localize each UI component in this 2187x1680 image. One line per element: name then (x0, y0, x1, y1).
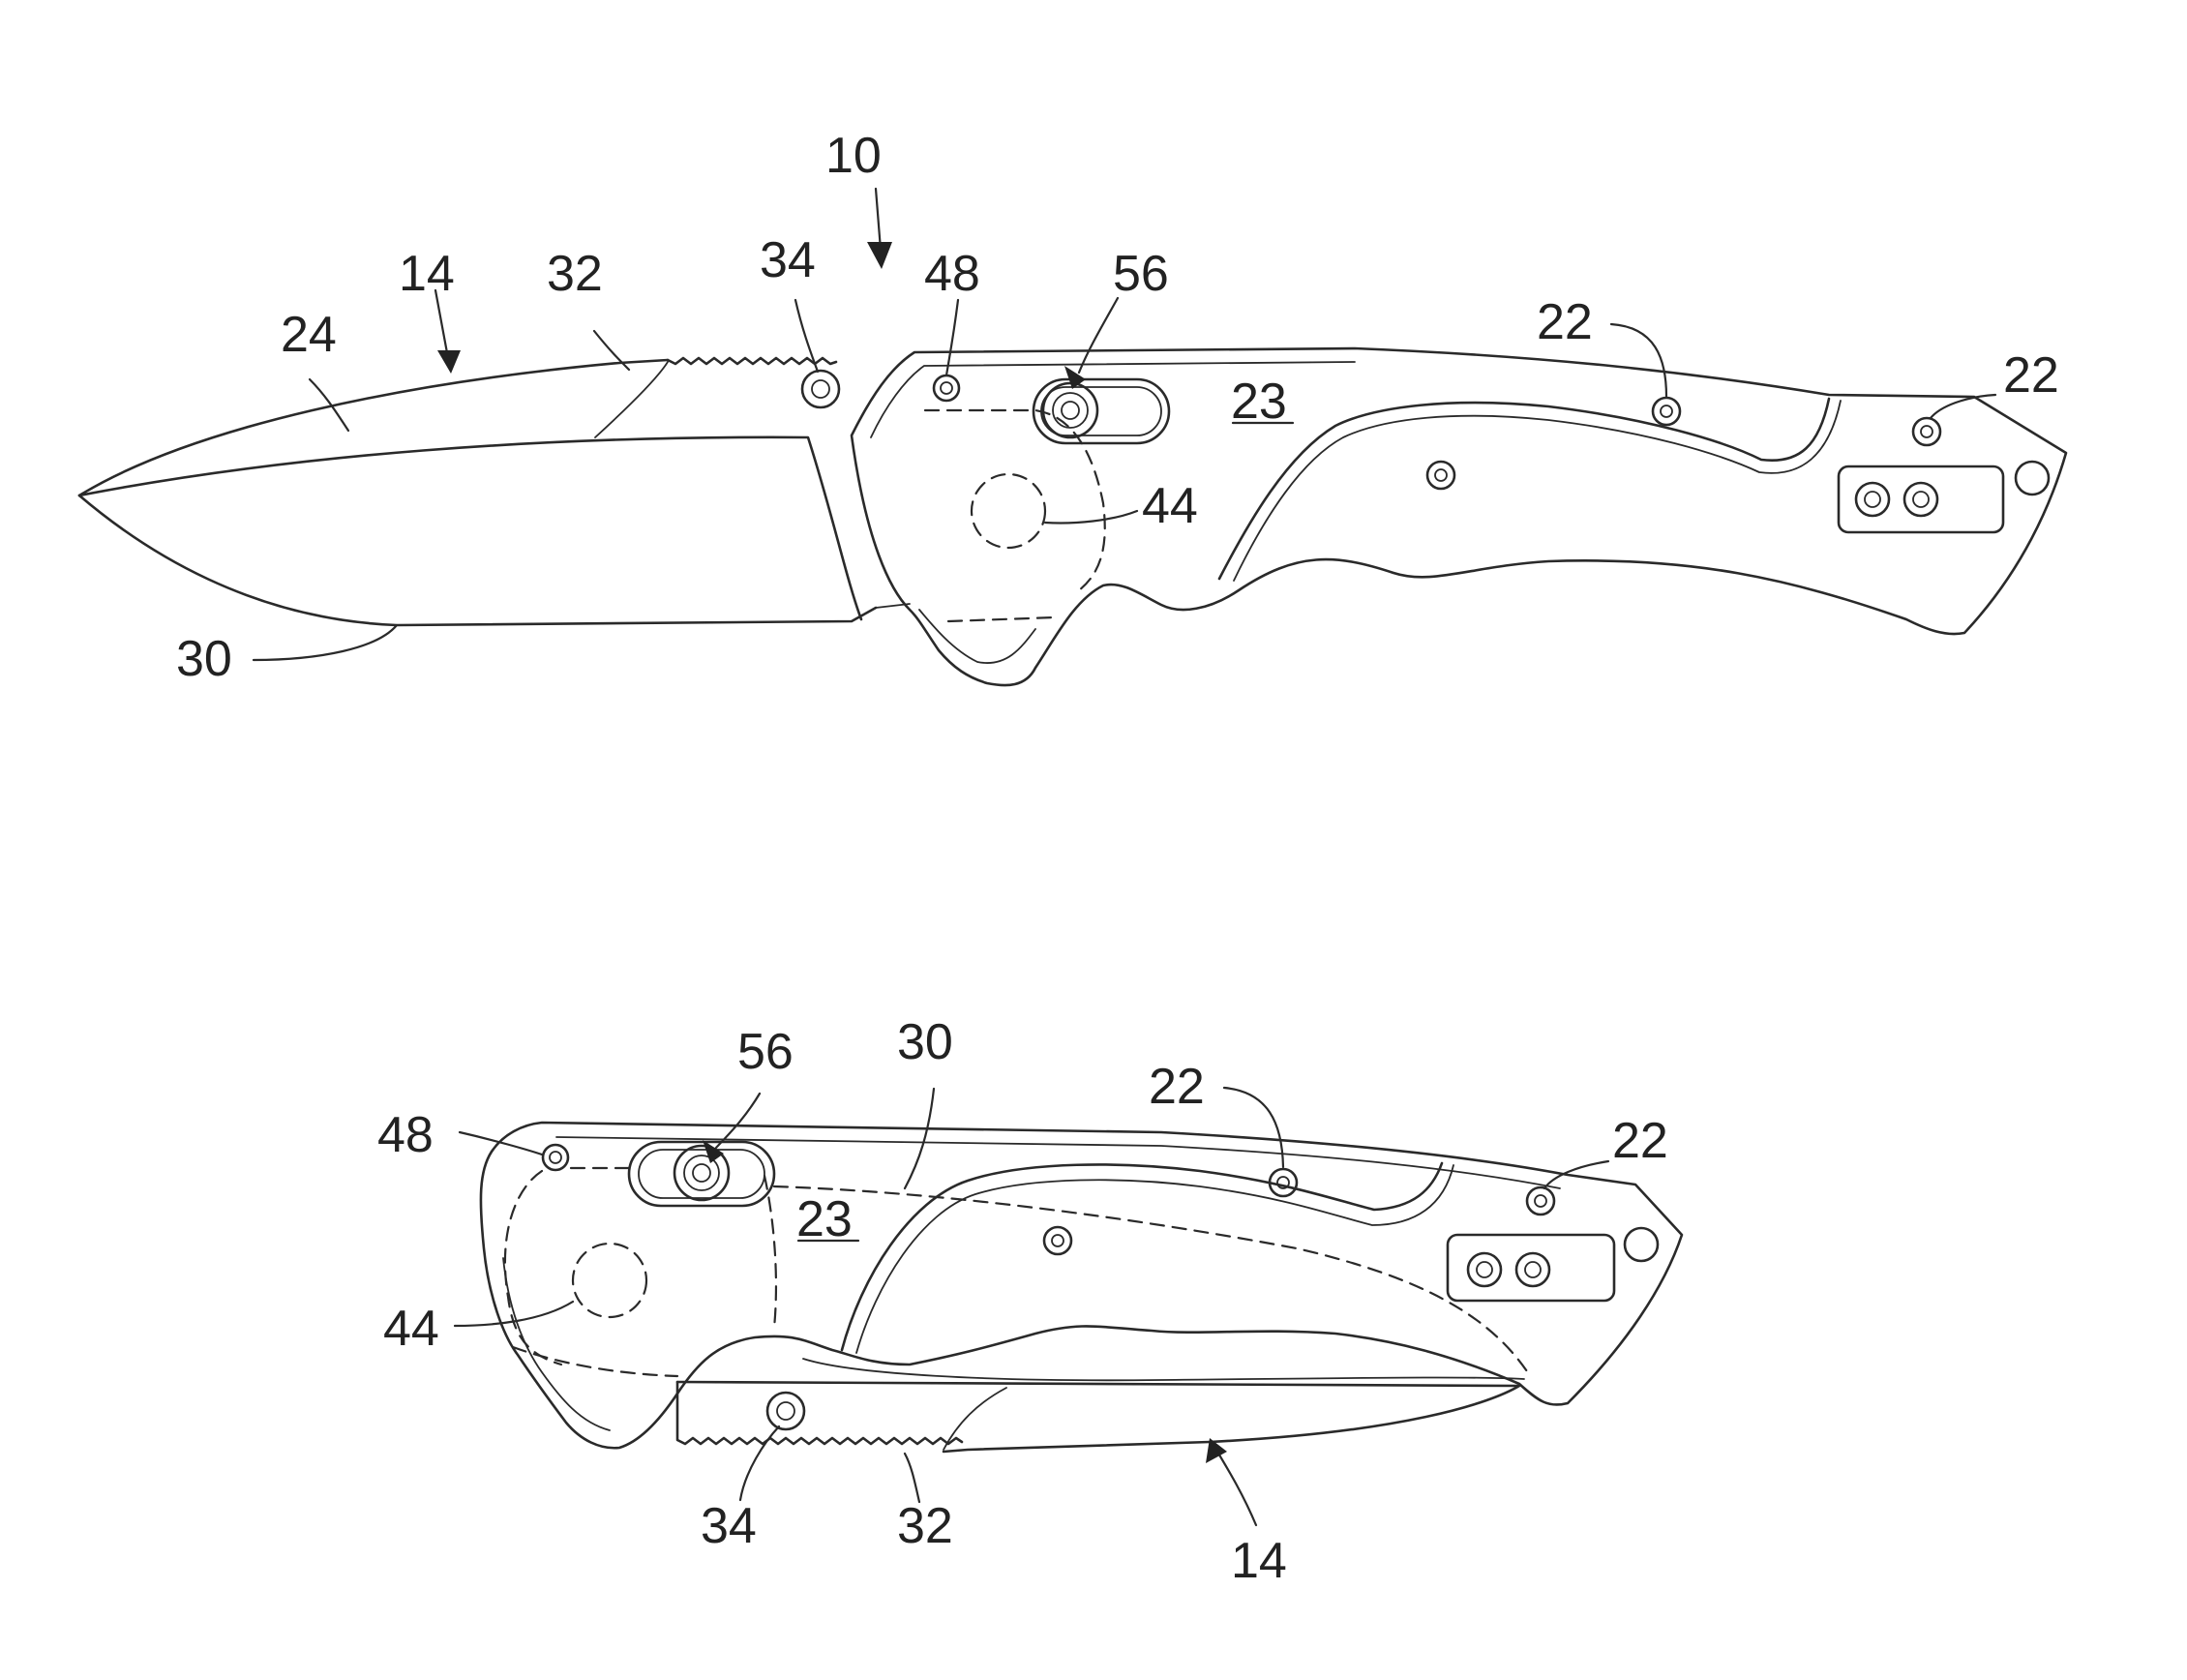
label-48-bottom: 48 (377, 1107, 434, 1163)
label-44-bottom: 44 (383, 1301, 439, 1357)
label-14: 14 (399, 246, 455, 302)
label-32: 32 (547, 246, 603, 302)
label-22-b-bottom: 22 (1612, 1113, 1668, 1169)
label-10: 10 (825, 128, 882, 184)
open-knife-view: 10 14 32 34 48 56 24 22 22 23 44 30 (79, 128, 2066, 687)
label-34: 34 (760, 232, 816, 288)
label-56-bottom: 56 (737, 1024, 794, 1080)
closed-knife-view: 56 30 22 22 48 23 44 34 32 14 (377, 1014, 1682, 1589)
label-34-bottom: 34 (701, 1498, 757, 1554)
label-44: 44 (1142, 478, 1198, 534)
label-22-b: 22 (2003, 347, 2059, 404)
blade-closed (677, 1359, 1524, 1452)
label-22-a-bottom: 22 (1149, 1059, 1205, 1115)
label-48: 48 (924, 246, 980, 302)
label-30: 30 (176, 631, 232, 687)
handle-closed (481, 1123, 1682, 1448)
handle-open (852, 348, 2066, 685)
leaders-bottom (455, 1088, 1608, 1525)
label-22-a: 22 (1537, 294, 1593, 350)
blade-open (79, 358, 910, 625)
label-32-bottom: 32 (897, 1498, 953, 1554)
label-30-bottom: 30 (897, 1014, 953, 1070)
label-23-bottom: 23 (796, 1191, 853, 1247)
labels-top: 10 14 32 34 48 56 24 22 22 23 44 30 (176, 128, 2059, 687)
label-56: 56 (1113, 246, 1169, 302)
thumb-stud-34-top (802, 371, 839, 407)
label-14-bottom: 14 (1231, 1533, 1287, 1589)
label-23: 23 (1231, 374, 1287, 430)
label-24: 24 (281, 307, 337, 363)
